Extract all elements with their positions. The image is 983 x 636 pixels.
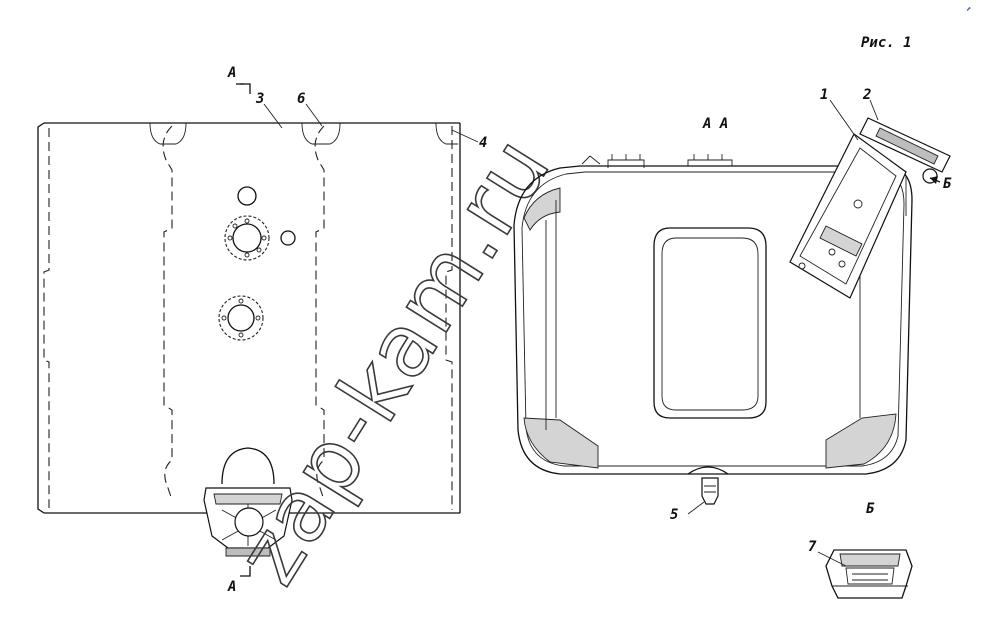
figure-caption: Рис. 1 <box>861 35 912 51</box>
drain-boss <box>687 466 729 475</box>
view-b-detail: Б 7 <box>808 501 913 599</box>
leader-5 <box>687 501 705 515</box>
intake-flange-inner <box>227 304 255 332</box>
view-b-arrow-label: Б <box>943 176 952 192</box>
leader-2 <box>869 99 879 121</box>
sender-flange-inner <box>232 223 262 253</box>
tank-left-end <box>37 122 45 514</box>
watermark: zap-kam.ru <box>218 120 571 602</box>
inner-panel-inner <box>661 237 759 411</box>
leader-7 <box>817 551 847 567</box>
leader-1 <box>829 99 859 141</box>
drain-plug <box>701 477 719 505</box>
callout-2: 2 <box>862 87 871 103</box>
view-b-title: Б <box>866 501 875 517</box>
end-notch <box>435 122 458 145</box>
baffle-right <box>314 125 325 501</box>
tank-section-view: А А 5 <box>513 87 952 523</box>
baffle-left-notch <box>149 122 187 145</box>
top-fittings <box>581 154 733 168</box>
corner-pad-bl <box>523 417 599 469</box>
callout-6: 6 <box>297 91 305 107</box>
leader-3 <box>263 103 283 129</box>
corner-mark: ⬈ <box>966 5 971 15</box>
leader-6 <box>305 103 323 127</box>
callout-1: 1 <box>820 87 828 103</box>
baffle-left <box>162 125 173 501</box>
vent-hole <box>237 186 257 206</box>
sender-flange-bolts <box>227 218 267 258</box>
sender-flange-outer <box>224 215 270 261</box>
intake-flange-outer <box>218 295 264 341</box>
callout-4: 4 <box>479 135 487 151</box>
tank-right-hidden-line <box>445 126 453 510</box>
callout-3: 3 <box>255 91 264 107</box>
section-marker-top: А <box>227 65 251 94</box>
tank-section-outline <box>513 165 913 475</box>
mounting-bracket <box>789 117 951 299</box>
plug-hole <box>280 230 296 246</box>
tank-side-view: А А 3 6 4 <box>37 65 487 595</box>
corner-pad-tl <box>523 187 561 231</box>
filler-neck <box>203 447 293 557</box>
section-view-title: А А <box>702 116 728 132</box>
leader-4 <box>451 129 479 143</box>
section-marker-bottom: А <box>227 566 251 595</box>
section-a-top-label: А <box>227 65 236 81</box>
tank-left-hidden-line <box>43 128 50 508</box>
callout-5: 5 <box>670 507 678 523</box>
callout-7: 7 <box>808 539 817 555</box>
baffle-right-notch <box>301 122 341 145</box>
corner-pad-br <box>825 413 897 469</box>
inner-panel-outer <box>653 227 767 419</box>
intake-flange-bolts <box>221 298 261 338</box>
section-a-bottom-label: А <box>227 579 236 595</box>
tank-section-inner <box>521 171 905 467</box>
